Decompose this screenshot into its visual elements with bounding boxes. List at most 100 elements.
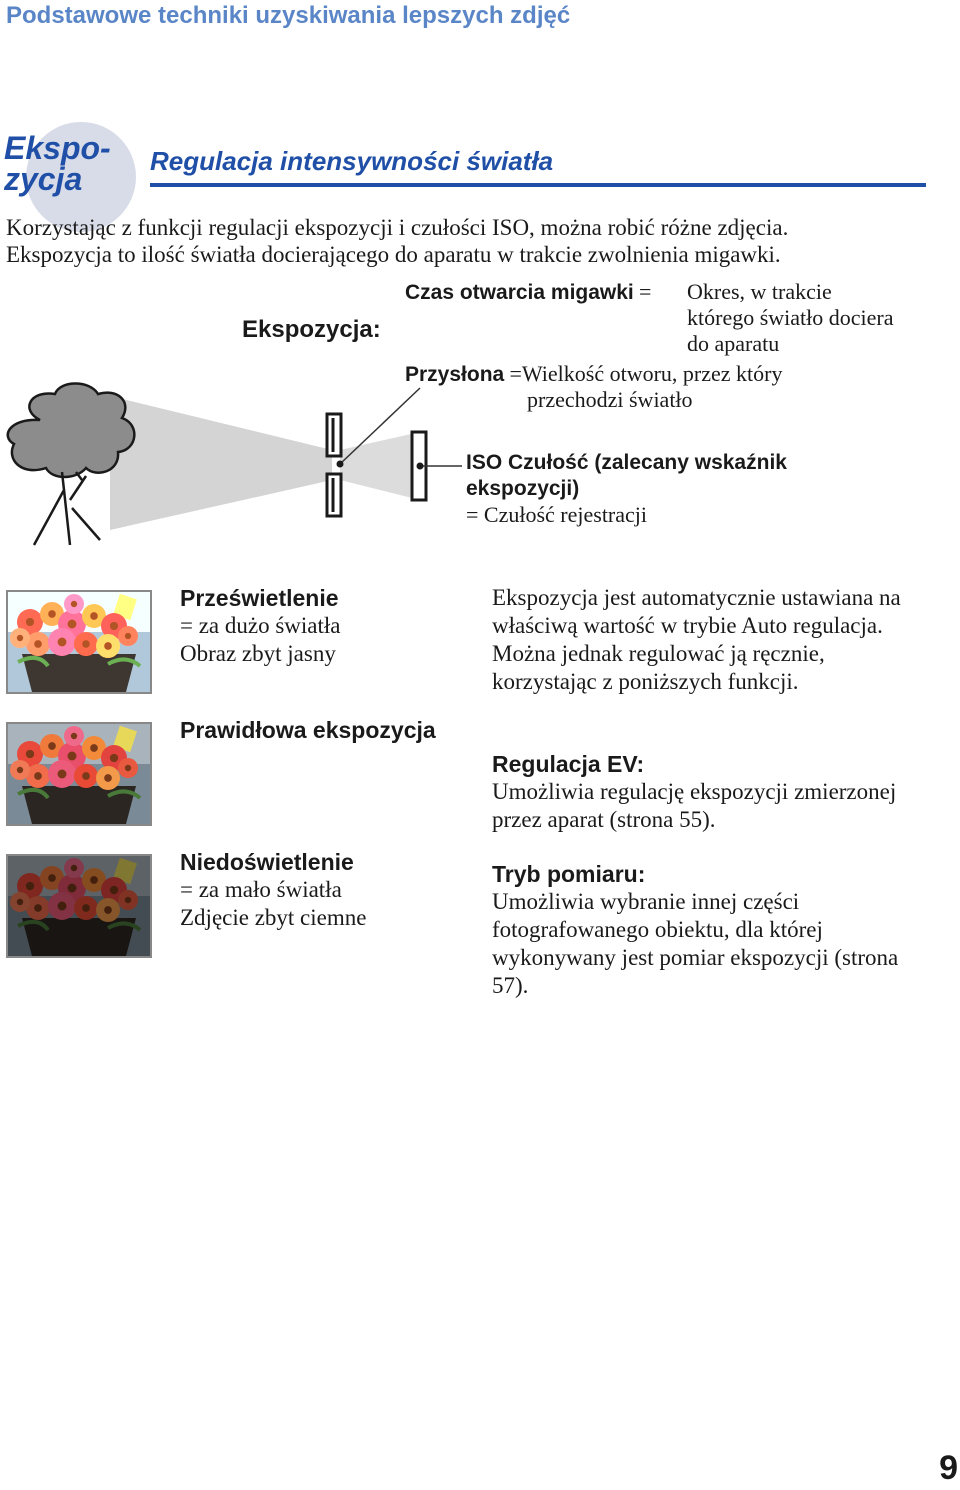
ev-section: Regulacja EV: Umożliwia regulację ekspoz…: [492, 750, 932, 834]
shutter-description: Okres, w trakcie którego światło dociera…: [687, 279, 894, 357]
flower-center: [109, 753, 119, 763]
flower-center: [70, 864, 78, 872]
flower-photo-image: [8, 592, 150, 692]
correct-exposure-block: Prawidłowa ekspozycja: [180, 716, 436, 744]
metering-section: Tryb pomiaru: Umożliwia wybranie innej c…: [492, 860, 932, 1000]
flower-center: [124, 896, 132, 904]
aperture-pointer-dot: [336, 460, 344, 468]
auto-exposure-text: Ekspozycja jest automatycznie ustawiana …: [492, 584, 932, 696]
shutter-eq: =: [639, 279, 652, 304]
flower-center: [70, 600, 78, 608]
flower-center: [34, 904, 42, 912]
iso-label-line2: ekspozycji): [466, 477, 580, 500]
leaves: [17, 655, 142, 668]
iso-description: = Czułość rejestracji: [466, 502, 648, 527]
price-tag: [113, 725, 137, 753]
flower-center: [16, 766, 24, 774]
auto-exposure-paragraph: Ekspozycja jest automatycznie ustawiana …: [492, 585, 901, 694]
price-tag: [113, 593, 137, 621]
exposure-label: Ekspozycja:: [242, 316, 381, 343]
flower-center: [25, 749, 35, 759]
leaves: [17, 787, 142, 800]
flower-center: [67, 619, 77, 629]
flower-photo-image: [8, 724, 150, 824]
flower-center: [48, 742, 56, 750]
shutter-label: Czas otwarcia migawki: [405, 281, 634, 304]
leaves: [17, 919, 142, 932]
iso-label: ISO Czułość (zalecany wskaźnik ekspozycj…: [466, 450, 787, 502]
shutter-icon: [325, 412, 343, 518]
underexposure-line1: = za mało światła: [180, 877, 342, 902]
flower-center: [25, 617, 35, 627]
flower-center: [67, 883, 77, 893]
flower-center: [67, 751, 77, 761]
aperture-eq: =: [509, 361, 522, 386]
light-beam-front: [110, 396, 332, 530]
flower-center: [34, 772, 42, 780]
aperture-label: Przysłona: [405, 363, 505, 386]
aperture-row: Przysłona =Wielkość otworu, przez który: [405, 361, 782, 388]
shutter-desc-line: Okres, w trakcie: [687, 279, 832, 304]
overexposure-line1: = za dużo światła: [180, 613, 341, 638]
running-header: Podstawowe techniki uzyskiwania lepszych…: [6, 2, 571, 29]
section-tab-line2: zycja: [4, 161, 83, 197]
flower-center: [82, 904, 90, 912]
title-rule: [150, 183, 926, 187]
flower-center: [16, 634, 24, 642]
flower-center: [57, 769, 67, 779]
flower-center: [57, 637, 67, 647]
metering-text: Umożliwia wybranie innej części fotograf…: [492, 889, 899, 998]
section-tab: Ekspo- zycja: [4, 130, 111, 197]
underexposure-block: Niedoświetlenie = za mało światła Zdjęci…: [180, 848, 366, 932]
flower-center: [48, 874, 56, 882]
flower-center: [57, 901, 67, 911]
flower-center: [34, 640, 42, 648]
flower-center: [90, 876, 98, 884]
iso-label-line1: ISO Czułość (zalecany wskaźnik: [466, 451, 787, 474]
underexposure-line2: Zdjęcie zbyt ciemne: [180, 905, 367, 930]
light-beam-rear: [340, 432, 420, 500]
overexposure-block: Prześwietlenie = za dużo światła Obraz z…: [180, 584, 341, 668]
flower-pot: [22, 786, 136, 824]
correct-exposure-photo: [6, 722, 152, 826]
underexposed-photo: [6, 854, 152, 958]
aperture-desc-line: przechodzi światło: [527, 387, 693, 412]
underexposure-label: Niedoświetlenie: [180, 849, 354, 875]
flower-center: [104, 774, 112, 782]
intro-line-2: Ekspozycja to ilość światła docierająceg…: [6, 242, 781, 267]
page-number: 9: [939, 1449, 958, 1487]
exposure-diagram: [6, 382, 462, 546]
flower-photo-image: [8, 856, 150, 956]
shutter-desc-line: którego światło dociera: [687, 305, 894, 330]
flower-center: [109, 885, 119, 895]
price-tag: [113, 857, 137, 885]
correct-exposure-label: Prawidłowa ekspozycja: [180, 717, 436, 743]
overexposure-line2: Obraz zbyt jasny: [180, 641, 336, 666]
flower-center: [104, 906, 112, 914]
flower-center: [70, 732, 78, 740]
overexposure-label: Prześwietlenie: [180, 585, 339, 611]
tree-icon: [6, 382, 136, 546]
section-tab-circle: [26, 122, 136, 232]
intro-text: Korzystając z funkcji regulacji ekspozyc…: [6, 214, 946, 268]
section-title: Regulacja intensywności światła: [150, 146, 554, 176]
aperture-desc-line: Wielkość otworu, przez który: [521, 361, 783, 386]
flower-center: [16, 898, 24, 906]
overexposed-photo: [6, 590, 152, 694]
metering-title: Tryb pomiaru:: [492, 861, 646, 887]
flower-center: [124, 764, 132, 772]
flower-center: [48, 610, 56, 618]
ev-title: Regulacja EV:: [492, 751, 645, 777]
flower-pot: [22, 918, 136, 956]
intro-line-1: Korzystając z funkcji regulacji ekspozyc…: [6, 215, 789, 240]
shutter-row: Czas otwarcia migawki =: [405, 279, 651, 306]
iso-pointer-dot: [416, 462, 424, 470]
shutter-desc-line: do aparatu: [687, 331, 780, 356]
flower-center: [104, 642, 112, 650]
flower-center: [90, 612, 98, 620]
flower-center: [25, 881, 35, 891]
section-tab-line1: Ekspo-: [4, 130, 111, 166]
flower-pot: [22, 654, 136, 692]
flower-center: [90, 744, 98, 752]
flower-center: [82, 640, 90, 648]
